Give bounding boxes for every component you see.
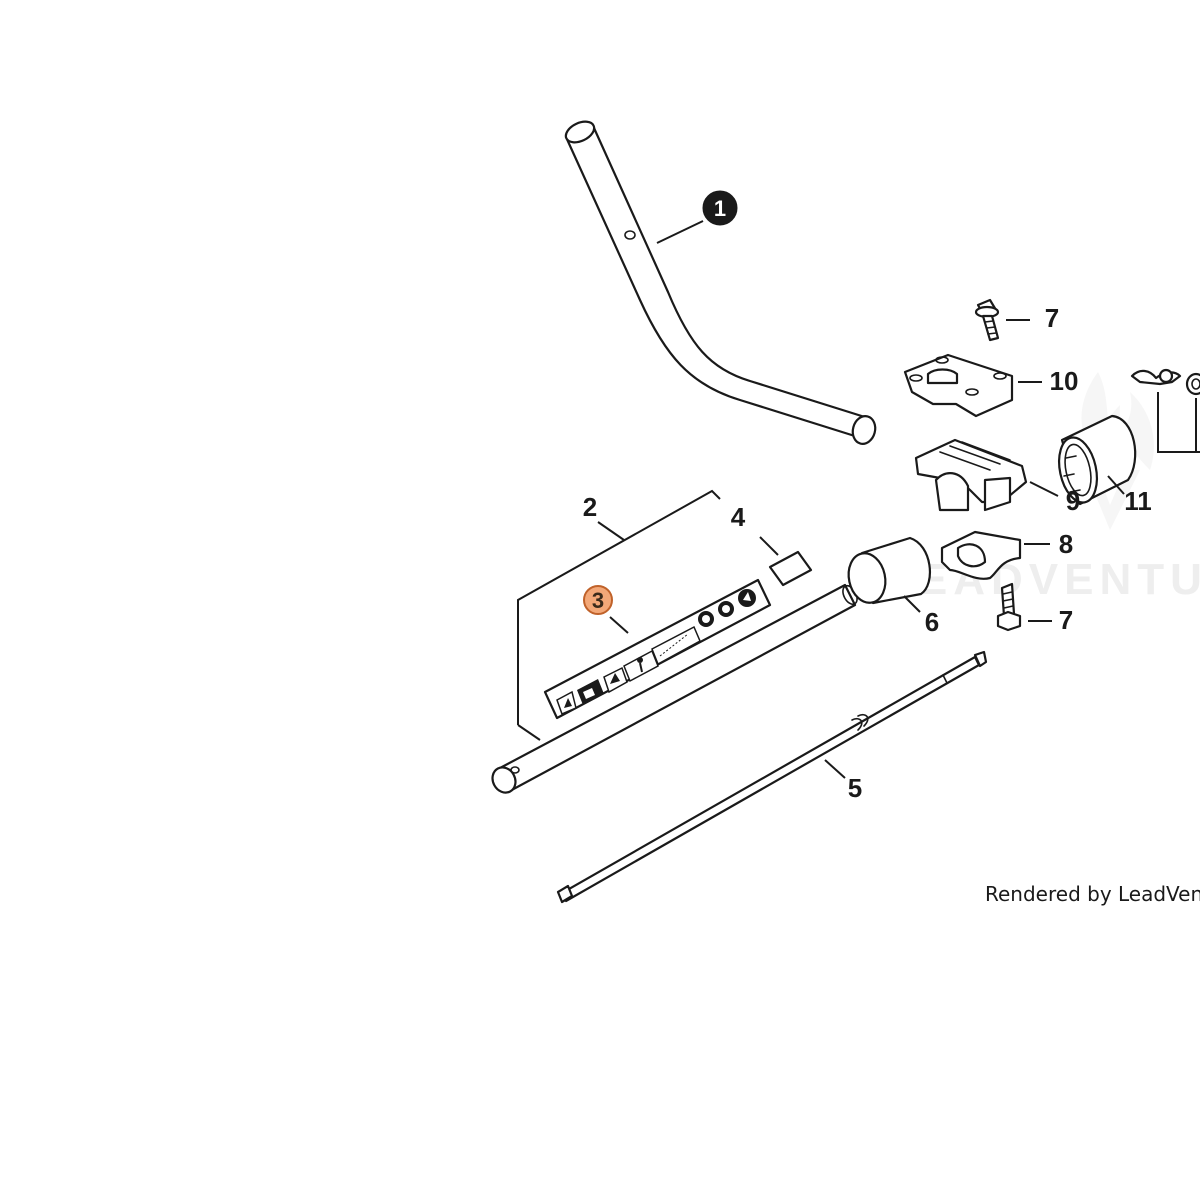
callout-5[interactable]: 5 [848,773,862,803]
wing-nut[interactable] [1130,368,1182,386]
part-1-handle[interactable] [563,118,879,447]
callout-4[interactable]: 4 [731,502,746,532]
warning-pictograms [556,589,756,716]
part-6-sleeve[interactable] [844,536,931,606]
part-3-warning-label[interactable] [543,578,772,720]
callout-1-label: 1 [714,196,726,221]
render-credit: Rendered by LeadVenture, [985,882,1200,906]
wing-nut-bracket [1157,392,1200,453]
part-11-ribbed-sleeve[interactable] [1054,414,1137,506]
part-2-bracket [517,489,721,741]
part-5-drive-shaft[interactable] [556,650,988,904]
part-2-shaft-tube[interactable] [488,583,860,796]
callout-3-highlighted[interactable]: 3 [583,585,613,615]
part-7-screw-upper[interactable] [974,298,1000,342]
callout-10[interactable]: 10 [1050,366,1079,396]
part-9-clamp-housing[interactable] [914,438,1028,512]
part-8-half-clamp[interactable] [940,530,1022,580]
part-4-decal[interactable] [768,550,813,587]
watermark-text: LEADVENTURE [885,555,1200,604]
callout-7-lower[interactable]: 7 [1059,605,1073,635]
callout-11[interactable]: 11 [1124,486,1152,516]
callout-7-upper[interactable]: 7 [1045,303,1059,333]
washer[interactable] [1185,372,1200,396]
callout-8[interactable]: 8 [1059,529,1073,559]
callout-9[interactable]: 9 [1066,486,1080,516]
part-10-upper-clamp[interactable] [903,353,1014,418]
callout-3-label: 3 [592,588,604,613]
leader-lines [609,220,1125,779]
part-7-screw-lower[interactable] [996,582,1022,632]
callout-1[interactable]: 1 [702,190,738,226]
callout-6[interactable]: 6 [925,607,939,637]
callout-2[interactable]: 2 [583,492,597,522]
